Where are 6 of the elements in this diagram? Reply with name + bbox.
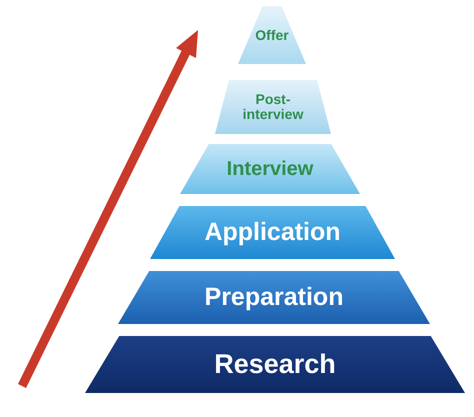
- layer-label: Preparation: [204, 284, 344, 311]
- layer-label: Offer: [255, 28, 289, 42]
- layer-label: Application: [204, 219, 341, 246]
- layer-label: Post-interview: [242, 92, 304, 122]
- layer-label: Research: [214, 350, 336, 379]
- layer-label: Interview: [226, 158, 314, 180]
